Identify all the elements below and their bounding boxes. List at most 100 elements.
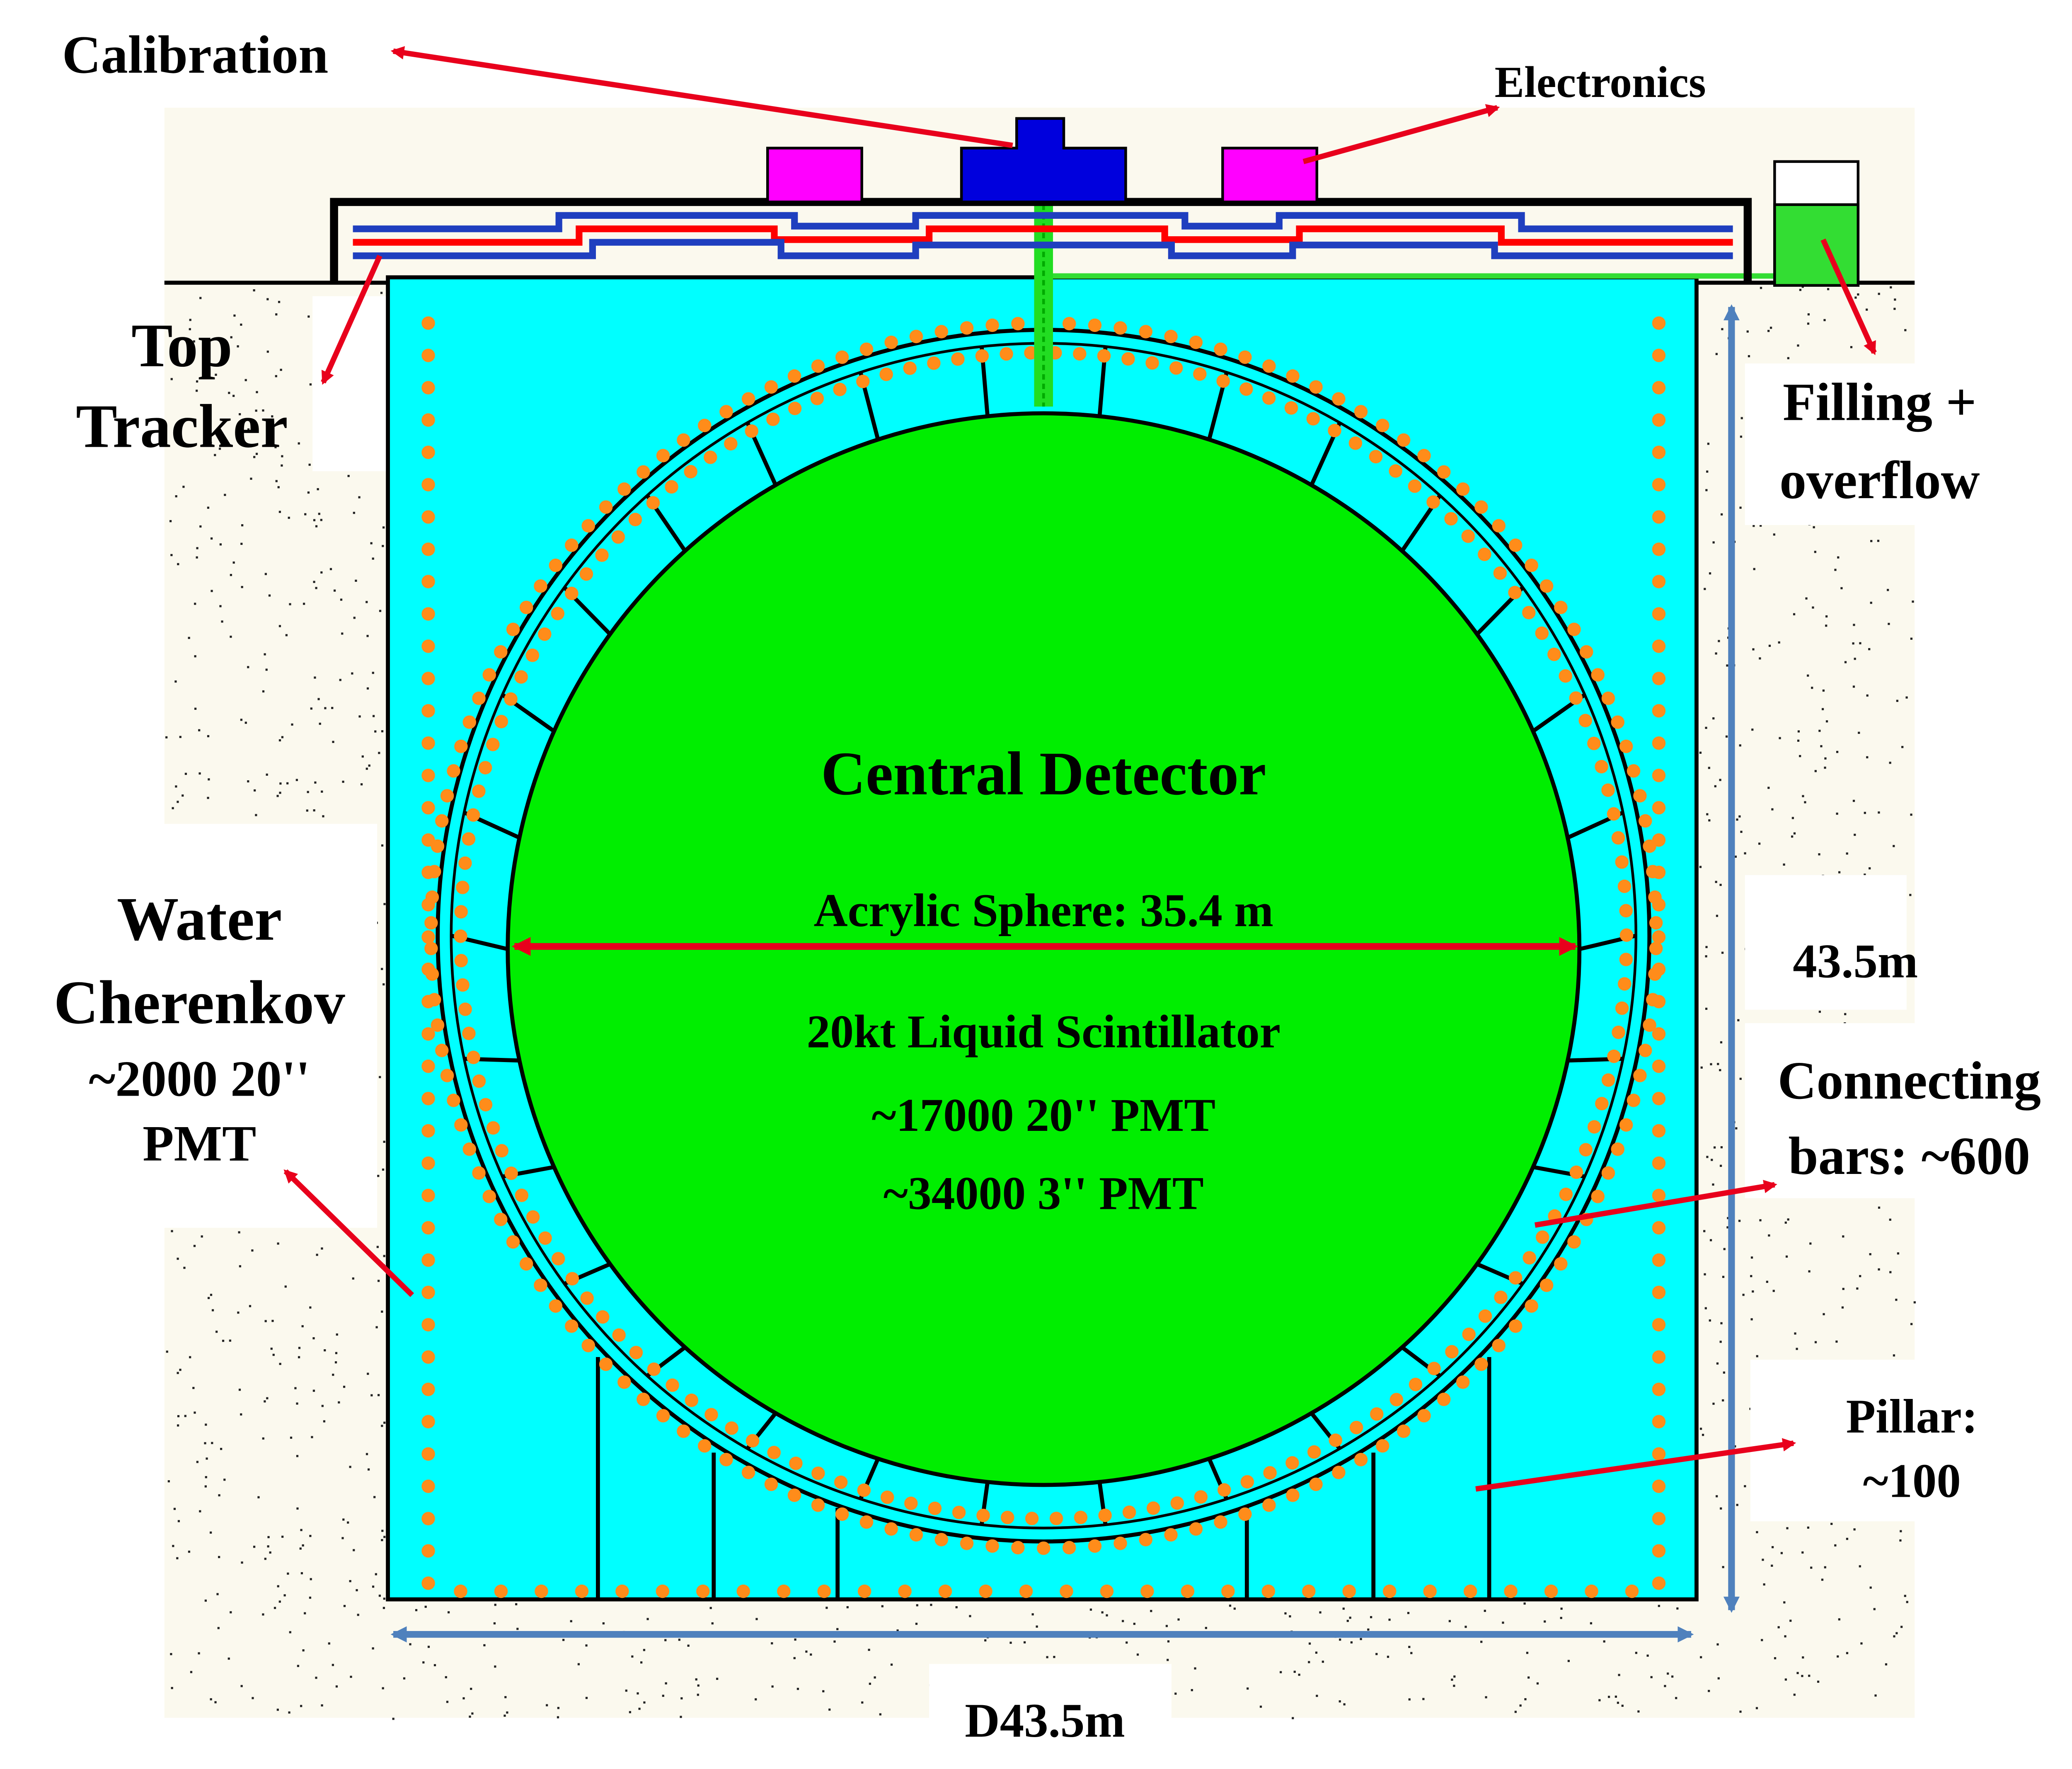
- pmt-dot: [1216, 374, 1230, 388]
- pmt-dot: [534, 579, 547, 593]
- pmt-dot: [879, 368, 893, 381]
- pmt-dot: [1309, 1477, 1323, 1491]
- pmt-dot: [1088, 318, 1102, 332]
- pmt-dot: [1444, 512, 1458, 526]
- pmt-dot: [1611, 1142, 1625, 1156]
- pmt-dot: [421, 1059, 435, 1073]
- pmt-dot: [934, 1533, 948, 1546]
- pmt-dot: [1587, 1120, 1601, 1134]
- pmt-dot: [1098, 1508, 1112, 1522]
- pmt-dot: [1652, 995, 1666, 1009]
- pmt-dot: [1652, 639, 1666, 653]
- pmt-dot: [1100, 1584, 1114, 1598]
- pmt-dot: [447, 1094, 460, 1107]
- pmt-dot: [628, 513, 642, 527]
- pmt-dot: [1369, 450, 1383, 464]
- pmt-dot: [421, 1318, 435, 1332]
- pmt-dot: [1652, 316, 1666, 330]
- pmt-dot: [538, 627, 552, 641]
- pmt-dot: [580, 1291, 594, 1305]
- pmt-dot: [421, 995, 435, 1009]
- label-acrylic-sphere: Acrylic Sphere: 35.4 m: [814, 884, 1273, 937]
- pmt-dot: [549, 558, 563, 572]
- pmt-dot: [1474, 1357, 1488, 1371]
- pmt-dot: [904, 1496, 918, 1510]
- pmt-dot: [1492, 519, 1506, 533]
- pmt-dot: [1652, 1253, 1666, 1267]
- pmt-dot: [1544, 1584, 1558, 1598]
- pmt-dot: [1649, 916, 1663, 930]
- pmt-dot: [1607, 1049, 1621, 1063]
- pmt-dot: [1652, 736, 1666, 750]
- pmt-dot: [458, 1002, 472, 1016]
- callout-arrows: [283, 46, 1877, 1492]
- pmt-dot: [1652, 1447, 1666, 1461]
- pmt-dot: [1397, 433, 1411, 447]
- pmt-dot: [1601, 1166, 1615, 1180]
- label-pillar-2: ~100: [1863, 1454, 1961, 1508]
- pmt-dot: [1139, 325, 1153, 339]
- pmt-dot: [741, 392, 755, 406]
- pmt-dot: [421, 1221, 435, 1235]
- pmt-dot: [421, 510, 435, 524]
- electronics-box-right: [1221, 147, 1319, 203]
- calibration-box: [960, 117, 1127, 203]
- pmt-dot: [1652, 1285, 1666, 1300]
- pmt-dot: [1194, 1490, 1208, 1504]
- pmt-dot: [421, 672, 435, 685]
- pmt-dot: [903, 361, 917, 375]
- pmt-dot: [1619, 928, 1634, 942]
- pmt-dot: [656, 449, 670, 462]
- pmt-dot: [637, 1392, 650, 1406]
- pmt-dot: [472, 1074, 486, 1088]
- pmt-dot: [1617, 977, 1631, 991]
- pmt-dot: [1579, 1143, 1593, 1157]
- pmt-dot: [1354, 405, 1368, 419]
- pmt-dot: [472, 691, 486, 705]
- pmt-dot: [1612, 1026, 1625, 1039]
- pmt-dot: [927, 356, 941, 370]
- label-filling-1: Filling +: [1783, 373, 1977, 432]
- pmt-dot: [467, 1050, 480, 1064]
- pmt-dot: [435, 814, 449, 828]
- pmt-dot: [1652, 898, 1666, 912]
- pmt-dot: [898, 1584, 912, 1598]
- pmt-dot: [1652, 381, 1666, 394]
- pmt-dot: [985, 1539, 999, 1553]
- pmt-dot: [421, 769, 435, 782]
- pmt-dot: [1001, 1510, 1014, 1525]
- pmt-dot: [1652, 769, 1666, 782]
- pmt-dot: [1169, 361, 1183, 375]
- pmt-dot: [1523, 1251, 1536, 1265]
- pmt-dot: [1463, 1584, 1477, 1598]
- pmt-dot: [1652, 478, 1666, 491]
- pmt-dot: [833, 382, 847, 397]
- pmt-dot: [519, 1257, 533, 1271]
- pmt-dot: [1652, 1091, 1666, 1106]
- pmt-dot: [725, 1421, 738, 1435]
- pmt-dot: [1262, 359, 1276, 373]
- pmt-dot: [1611, 715, 1625, 729]
- pmt-dot: [1164, 329, 1178, 344]
- pmt-dot: [1509, 538, 1523, 552]
- pmt-dot: [859, 1515, 874, 1529]
- label-connecting-2: bars: ~600: [1788, 1126, 2030, 1186]
- pmt-dot: [615, 1584, 629, 1598]
- pmt-dot: [1382, 1584, 1397, 1598]
- pmt-dot: [1349, 1421, 1363, 1435]
- pmt-dot: [479, 1098, 493, 1112]
- pmt-dot: [1221, 1584, 1235, 1598]
- pmt-dot: [960, 1537, 974, 1550]
- pmt-dot: [421, 575, 435, 588]
- pmt-dot: [811, 1467, 825, 1480]
- pmt-dot: [1652, 704, 1666, 718]
- label-water-2: Cherenkov: [54, 968, 345, 1037]
- pmt-dot: [1306, 412, 1320, 426]
- pmt-dot: [1619, 904, 1633, 917]
- pmt-dot: [421, 704, 435, 718]
- pmt-dot: [975, 349, 989, 363]
- pmt-dot: [525, 649, 540, 662]
- pmt-dot: [421, 1124, 435, 1138]
- pmt-dot: [1037, 1541, 1051, 1555]
- pmt-dot: [1456, 482, 1470, 496]
